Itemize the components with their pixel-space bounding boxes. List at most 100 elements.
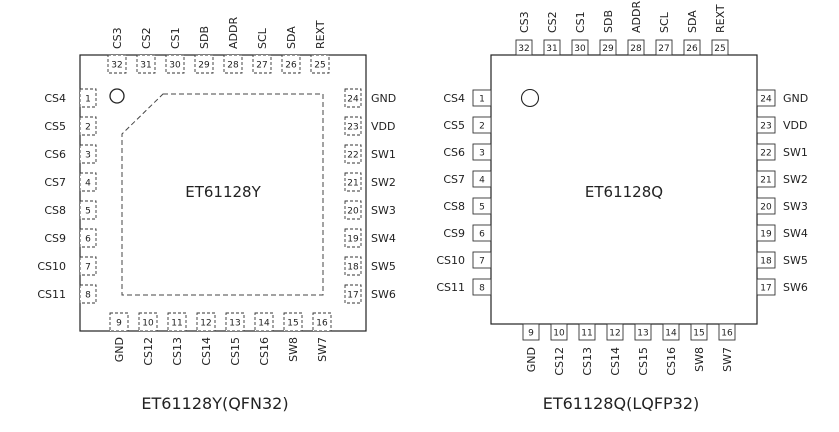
pin-label: CS8	[44, 204, 66, 217]
pin-number: 17	[347, 291, 358, 301]
pin-label: CS9	[44, 232, 66, 245]
pin-pad	[194, 54, 214, 74]
pin-pad	[571, 39, 589, 56]
pin-label: CS1	[574, 11, 587, 33]
pin-number: 5	[85, 207, 91, 217]
qfn-caption: ET61128Y(QFN32)	[141, 394, 288, 413]
pin-label: SDA	[686, 10, 699, 33]
pin-number: 14	[258, 319, 270, 329]
pin-number: 6	[479, 230, 485, 240]
pin-pad	[79, 144, 97, 164]
pin-pad	[344, 200, 362, 220]
pin-pad	[107, 54, 127, 74]
pin-number: 23	[347, 123, 358, 133]
qfn-exposed-pad	[121, 93, 324, 296]
pin-label: CS11	[436, 281, 465, 294]
qfn-pin-5: 5 CS8	[44, 200, 97, 220]
pin-label: CS5	[44, 120, 66, 133]
pin-number: 27	[256, 61, 267, 71]
pin-number: 11	[581, 329, 592, 339]
pin-pad	[167, 312, 187, 332]
lqfp-caption: ET61128Q(LQFP32)	[543, 394, 700, 413]
pin-label: GND	[113, 337, 126, 362]
pin-label: CS2	[546, 11, 559, 33]
pin-pad	[472, 143, 492, 161]
pin-label: SW8	[287, 337, 300, 362]
pin-label: CS1	[169, 27, 182, 49]
pin-number: 20	[760, 203, 772, 213]
pin-label: CS14	[200, 337, 213, 366]
pin-number: 27	[658, 44, 669, 54]
pin-label: CS15	[637, 347, 650, 376]
pin-number: 10	[142, 319, 154, 329]
pin-number: 13	[229, 319, 240, 329]
pin-number: 19	[760, 230, 772, 240]
pin-number: 26	[285, 61, 297, 71]
pin-number: 18	[760, 257, 772, 267]
pin-label: CS10	[37, 260, 66, 273]
lqfp-pin-7: 7 CS10	[436, 251, 492, 269]
pin-number: 2	[85, 123, 91, 133]
pin-pad	[472, 170, 492, 188]
pin-number: 3	[85, 151, 91, 161]
pin-pad	[281, 54, 301, 74]
pin-pad	[196, 312, 216, 332]
pin-label: SCL	[658, 11, 671, 33]
pin-number: 32	[518, 44, 529, 54]
qfn-pin-2: 2 CS5	[44, 116, 97, 136]
pin-number: 28	[630, 44, 642, 54]
pin-label: CS2	[140, 27, 153, 49]
pin-label: SW7	[316, 337, 329, 362]
pin-pad	[756, 89, 776, 107]
pin-label: GND	[783, 92, 808, 105]
pin-label: CS10	[436, 254, 465, 267]
pin-number: 2	[479, 122, 485, 132]
pin-number: 7	[479, 257, 485, 267]
pin-pad	[683, 39, 701, 56]
pin-number: 30	[169, 61, 181, 71]
pin-label: CS3	[518, 11, 531, 33]
pin-number: 5	[479, 203, 485, 213]
pin-number: 14	[665, 329, 677, 339]
pin-pad	[344, 172, 362, 192]
pin-label: CS13	[581, 347, 594, 376]
qfn-chip-name: ET61128Y	[185, 183, 261, 201]
pin-label: CS7	[44, 176, 66, 189]
qfn-pin-30: 30 CS1	[165, 27, 185, 74]
pin-number: 19	[347, 235, 359, 245]
pin-pad	[472, 116, 492, 134]
pin-number: 17	[760, 284, 771, 294]
pin-number: 15	[693, 329, 704, 339]
pin-number: 16	[316, 319, 328, 329]
